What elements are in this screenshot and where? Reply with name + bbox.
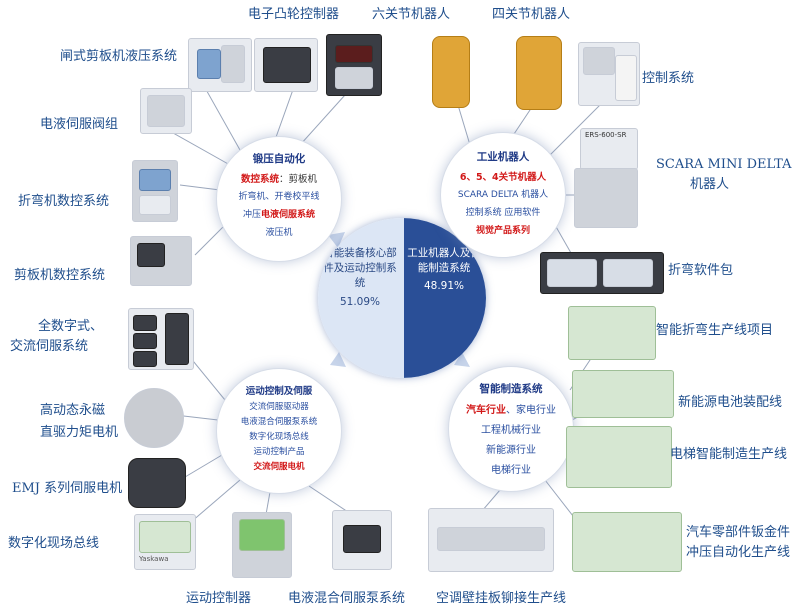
manufacturing-auto-text: 汽车行业 bbox=[466, 405, 506, 416]
servo-valve-image bbox=[140, 88, 192, 134]
label-control-system: 控制系统 bbox=[642, 71, 695, 86]
forging-shear-text: ：剪板机 bbox=[279, 174, 318, 185]
label-bending-software: 折弯软件包 bbox=[668, 263, 734, 278]
manufacturing-row4: 电梯行业 bbox=[491, 465, 531, 476]
label-digital-servo-line2: 交流伺服系统 bbox=[10, 339, 89, 354]
bending-software-image bbox=[540, 252, 664, 294]
manufacturing-title: 智能制造系统 bbox=[479, 383, 543, 395]
scara-robot-image bbox=[574, 168, 638, 228]
robot-title: 工业机器人 bbox=[476, 151, 530, 163]
pie-right-text: 工业机器人及智能制造系统 bbox=[407, 247, 481, 275]
robot-control-system-image bbox=[578, 42, 640, 106]
manufacturing-row1: 汽车行业、家电行业 bbox=[449, 401, 573, 416]
label-motion-controller: 运动控制器 bbox=[186, 591, 252, 606]
motion-item-2: 电液混合伺服泵系统 bbox=[240, 417, 318, 427]
battery-line-image bbox=[572, 370, 674, 418]
label-elevator-line: 电梯智能制造生产线 bbox=[670, 447, 788, 462]
label-servo-valve-group: 电液伺服阀组 bbox=[40, 117, 119, 132]
core-business-pie: 智能装备核心部件及运动控制系统 51.09% 工业机器人及智能制造系统 48.9… bbox=[318, 218, 486, 378]
hybrid-pump-image bbox=[332, 510, 392, 570]
label-digital-servo-line1: 全数字式、 bbox=[38, 319, 104, 334]
label-hybrid-pump: 电液混合伺服泵系统 bbox=[288, 591, 406, 606]
motion-item-3: 数字化现场总线 bbox=[249, 432, 309, 442]
fieldbus-module-image: Yaskawa bbox=[134, 514, 196, 570]
label-ac-riveting-line: 空调壁挂板铆接生产线 bbox=[436, 591, 567, 606]
robot-row2: SCARA DELTA 机器人 bbox=[457, 190, 549, 200]
motion-item-5: 交流伺服电机 bbox=[253, 462, 305, 472]
motion-item-1: 交流伺服驱动器 bbox=[249, 402, 309, 412]
auto-parts-line-image bbox=[572, 512, 682, 572]
press-brake-cnc-image bbox=[132, 160, 178, 222]
pie-slice-core-components bbox=[318, 218, 404, 378]
label-six-axis-robot: 六关节机器人 bbox=[372, 7, 451, 22]
label-smart-bending-line: 智能折弯生产线项目 bbox=[656, 323, 774, 338]
motion-title: 运动控制及伺服 bbox=[245, 386, 313, 397]
valve-group-image-2 bbox=[254, 38, 318, 92]
ac-servo-system-image bbox=[128, 308, 194, 370]
robot-row1: 6、5、4关节机器人 bbox=[459, 172, 547, 183]
pie-right-label: 工业机器人及智能制造系统 48.91% bbox=[406, 246, 482, 295]
torque-motor-image bbox=[124, 388, 184, 448]
forging-row4: 液压机 bbox=[265, 228, 293, 238]
ers-tag: ERS-600-SR bbox=[585, 131, 627, 139]
robot-row4: 视觉产品系列 bbox=[475, 226, 530, 236]
label-battery-line: 新能源电池装配线 bbox=[678, 395, 783, 410]
hydraulic-block-image bbox=[188, 38, 252, 92]
yaskawa-tag: Yaskawa bbox=[139, 555, 169, 563]
six-axis-robot-image bbox=[432, 36, 470, 108]
forging-row3: 冲压电液伺服系统 bbox=[217, 207, 341, 220]
forging-automation-circle: 锻压自动化 数控系统：剪板机 折弯机、开卷校平线 冲压电液伺服系统 液压机 bbox=[216, 136, 342, 262]
elevator-line-image bbox=[566, 426, 672, 488]
label-shear-cnc: 剪板机数控系统 bbox=[14, 268, 106, 283]
label-emj-servo-motor: EMJ 系列伺服电机 bbox=[12, 481, 123, 496]
motion-control-circle: 运动控制及伺服 交流伺服驱动器 电液混合伺服泵系统 数字化现场总线 运动控制产品… bbox=[216, 368, 342, 494]
forging-title: 锻压自动化 bbox=[252, 153, 306, 165]
forging-row1: 数控系统：剪板机 bbox=[217, 171, 341, 185]
forging-cnc-text: 数控系统 bbox=[240, 174, 279, 185]
pie-left-percent: 51.09% bbox=[339, 295, 381, 308]
label-fieldbus: 数字化现场总线 bbox=[8, 536, 100, 551]
riveting-line-image bbox=[428, 508, 554, 572]
manufacturing-row3: 新能源行业 bbox=[486, 445, 536, 456]
manufacturing-appliance-text: 、家电行业 bbox=[506, 405, 556, 416]
pie-right-percent: 48.91% bbox=[423, 280, 465, 293]
pie-left-text: 智能装备核心部件及运动控制系统 bbox=[323, 247, 397, 290]
pie-left-label: 智能装备核心部件及运动控制系统 51.09% bbox=[322, 246, 398, 310]
robot-row3: 控制系统 应用软件 bbox=[465, 208, 541, 218]
four-axis-robot-image bbox=[516, 36, 562, 110]
label-press-brake-cnc: 折弯机数控系统 bbox=[18, 194, 110, 209]
shear-cnc-image bbox=[130, 236, 192, 286]
label-pm-motor-line2: 直驱力矩电机 bbox=[40, 425, 119, 440]
motion-item-4: 运动控制产品 bbox=[253, 447, 305, 457]
label-auto-parts-line2: 冲压自动化生产线 bbox=[686, 545, 791, 560]
emj-servo-motor-image bbox=[128, 458, 186, 508]
label-pm-motor-line1: 高动态永磁 bbox=[40, 403, 106, 418]
label-scara-line2: 机器人 bbox=[690, 177, 730, 192]
label-four-axis-robot: 四关节机器人 bbox=[492, 7, 571, 22]
smart-manufacturing-circle: 智能制造系统 汽车行业、家电行业 工程机械行业 新能源行业 电梯行业 bbox=[448, 366, 574, 492]
vision-product-image: ERS-600-SR bbox=[580, 128, 638, 170]
manufacturing-row2: 工程机械行业 bbox=[481, 425, 541, 436]
label-cam-controller: 电子凸轮控制器 bbox=[248, 7, 340, 22]
smart-bending-line-image bbox=[568, 306, 656, 360]
forging-row2: 折弯机、开卷校平线 bbox=[238, 192, 320, 202]
industrial-robot-circle: 工业机器人 6、5、4关节机器人 SCARA DELTA 机器人 控制系统 应用… bbox=[440, 132, 566, 258]
label-gate-shear-hydraulic: 闸式剪板机液压系统 bbox=[60, 49, 178, 64]
forging-servo-text: 电液伺服系统 bbox=[261, 210, 316, 220]
label-scara-line1: SCARA MINI DELTA bbox=[656, 157, 792, 172]
cam-controller-image bbox=[326, 34, 382, 96]
motion-controller-image bbox=[232, 512, 292, 578]
label-auto-parts-line1: 汽车零部件钣金件 bbox=[686, 525, 791, 540]
forging-press-text: 冲压 bbox=[242, 210, 261, 220]
